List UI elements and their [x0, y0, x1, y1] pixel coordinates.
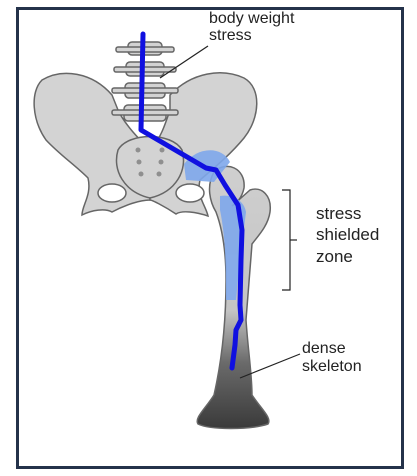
label-line: skeleton	[302, 358, 362, 376]
label-stress-shielded-zone: stress shielded zone	[316, 203, 379, 267]
label-line: body weight	[209, 11, 294, 28]
label-line: zone	[316, 246, 379, 267]
label-line: stress	[209, 28, 294, 45]
label-line: stress	[316, 203, 379, 224]
label-line: dense	[302, 340, 362, 358]
label-dense-skeleton: dense skeleton	[302, 340, 362, 377]
label-line: shielded	[316, 224, 379, 245]
label-body-weight-stress: body weight stress	[209, 11, 294, 45]
